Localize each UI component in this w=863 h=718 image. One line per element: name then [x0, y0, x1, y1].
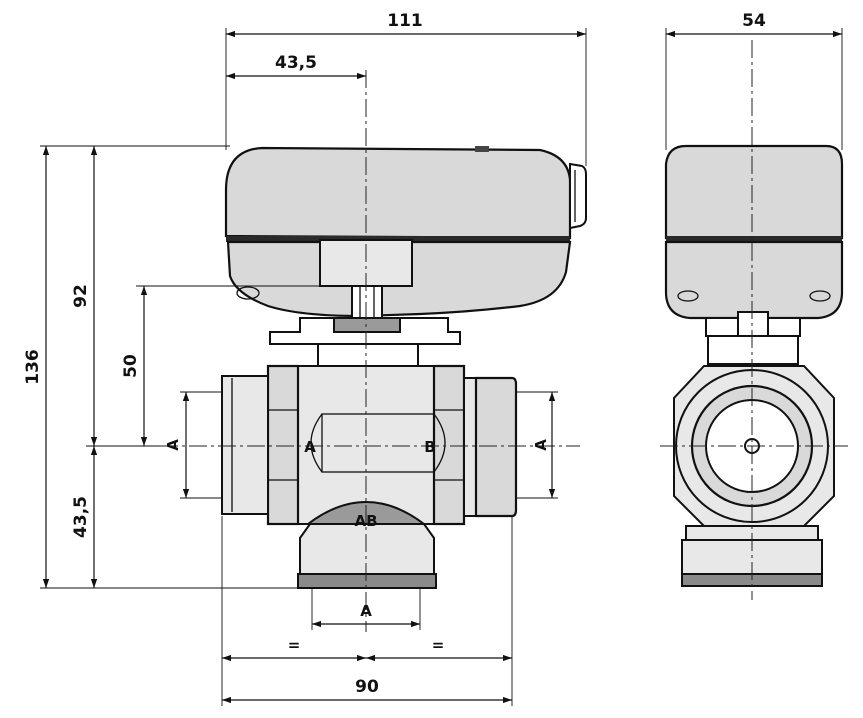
actuator-foot-left	[236, 286, 260, 300]
dim-port-bottom: A	[360, 602, 372, 620]
actuator-housing	[224, 146, 572, 240]
shaft-coupling	[351, 285, 383, 319]
port-label-inner-left: A	[304, 438, 316, 456]
port-label-bottom: AB	[354, 512, 377, 530]
side-actuator-housing	[664, 144, 844, 240]
side-actuator-lower	[664, 240, 844, 320]
port-label-outer-left: A	[164, 439, 182, 451]
side-view	[660, 40, 848, 600]
ball-plug	[321, 413, 435, 473]
actuator-top-button	[475, 146, 489, 152]
front-view: A B AB	[160, 70, 587, 632]
dim-overall-height: 136	[23, 349, 43, 385]
valve-neck	[317, 343, 419, 367]
side-foot-right	[809, 290, 831, 302]
dim-height-below-axis: 43,5	[71, 496, 91, 538]
dim-height-above-axis: 92	[71, 284, 91, 308]
dim-side-width: 54	[742, 11, 766, 31]
dim-equal-left: =	[288, 636, 301, 654]
port-label-inner-right: B	[424, 438, 435, 456]
left-connector	[221, 375, 269, 515]
bracket-nut	[333, 317, 401, 333]
dim-shaft-height: 50	[121, 354, 141, 378]
dimension-lines: 111 43,5 54 136 92 50 43,5 A A	[23, 11, 843, 706]
right-flange	[432, 364, 466, 526]
actuator-connector	[569, 162, 587, 230]
dim-axis-offset: 43,5	[275, 53, 317, 73]
dim-overall-width: 111	[387, 11, 423, 31]
dim-equal-right: =	[432, 636, 445, 654]
side-foot-left	[677, 290, 699, 302]
left-flange	[266, 364, 300, 526]
dim-body-width: 90	[355, 677, 379, 697]
port-label-outer-right: A	[532, 439, 550, 451]
side-neck	[707, 335, 799, 365]
